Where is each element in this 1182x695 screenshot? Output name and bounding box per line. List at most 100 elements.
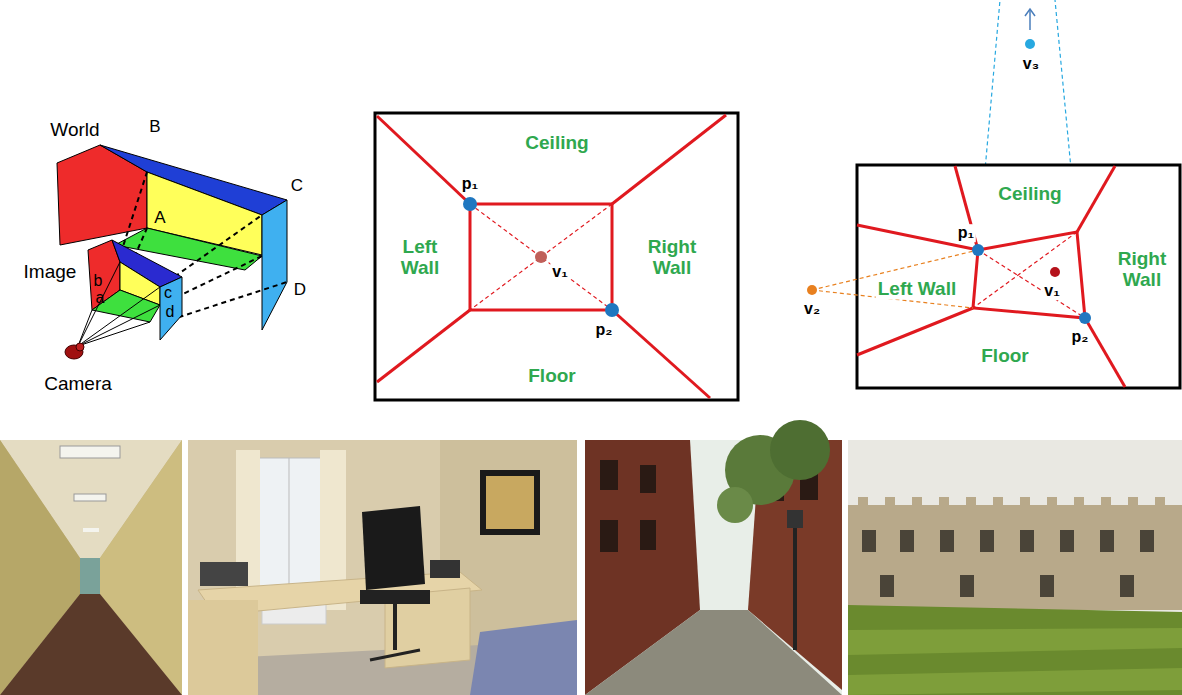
courtyard-photo-part-part — [885, 497, 895, 507]
street-photo-part — [770, 420, 830, 480]
layout-panel-part — [1079, 312, 1091, 324]
point-label: p₁ — [462, 175, 478, 193]
corner-label: a — [96, 289, 105, 307]
layout-panel-part-part — [377, 310, 470, 382]
layout-panel-part-part — [1085, 318, 1125, 387]
courtyard-photo-part-part — [939, 497, 949, 507]
corner-label: B — [149, 118, 160, 137]
layout-panel-part — [1025, 39, 1035, 49]
courtyard-photo-part-part — [1120, 575, 1134, 597]
layout-panel-part-part — [612, 115, 726, 204]
courtyard-photo-part-part — [1020, 530, 1034, 552]
bedroom-photo — [188, 440, 577, 695]
layout-panel — [807, 0, 1180, 388]
point-label: p₂ — [596, 321, 613, 339]
courtyard-photo-part-part — [1140, 530, 1154, 552]
image-plane — [88, 240, 182, 340]
layout-panel-part-part — [978, 250, 1085, 318]
layout-panel-part — [470, 204, 612, 310]
courtyard-photo-part-part — [862, 530, 876, 552]
bedroom-photo-part — [250, 458, 328, 603]
corner-label: C — [291, 177, 303, 196]
region-label: Floor — [981, 346, 1029, 367]
corridor-photo-part — [83, 528, 99, 532]
street-photo-part — [793, 525, 797, 650]
bedroom-photo-part — [393, 604, 397, 650]
bedroom-photo-part — [289, 458, 290, 603]
layout-panel-part — [973, 232, 1085, 318]
courtyard-photo-part-part — [1020, 497, 1030, 507]
point-label: v₁ — [1042, 282, 1062, 300]
courtyard-photo — [848, 440, 1182, 695]
corridor-photo-part — [0, 594, 182, 695]
layout-panel-part-part — [973, 232, 1085, 318]
region-label: Left Wall — [876, 279, 958, 300]
courtyard-photo-part — [848, 605, 1182, 695]
layout-panel-part — [1029, 10, 1031, 30]
courtyard-photo-part — [848, 440, 1182, 695]
camera-rays-part — [78, 305, 160, 346]
courtyard-photo-part-part — [1047, 497, 1057, 507]
layout-panel-part — [535, 251, 547, 263]
region-label: Right Wall — [642, 237, 702, 279]
projection-lines — [118, 172, 287, 320]
camera-rays-part — [78, 287, 160, 346]
bedroom-photo-part — [486, 476, 534, 529]
street-photo-part-part — [640, 465, 656, 493]
courtyard-photo-part-part — [1040, 575, 1054, 597]
courtyard-photo-part-part — [960, 575, 974, 597]
layout-panel-part-part — [857, 225, 978, 250]
layout-panel-part-part — [973, 232, 1077, 308]
corner-label: A — [154, 209, 165, 228]
courtyard-photo-part-part — [900, 530, 914, 552]
street-photo-part — [585, 610, 842, 695]
camera-icon-part — [76, 343, 84, 351]
image-plane-part — [160, 277, 182, 340]
camera-rays — [78, 262, 160, 346]
courtyard-photo-part — [848, 505, 1182, 610]
part-label: Image — [24, 262, 77, 283]
corner-label: d — [166, 303, 175, 321]
bedroom-photo-part — [370, 650, 420, 660]
layout-panel-part-part — [612, 310, 710, 398]
point-label: p₂ — [1072, 328, 1089, 346]
layout-panel-part-part — [1077, 166, 1115, 232]
corridor-photo-part — [60, 446, 120, 458]
layout-panel-part — [812, 250, 978, 308]
courtyard-photo-part — [858, 497, 1165, 507]
camera-icon — [65, 343, 84, 359]
corner-label: b — [94, 272, 103, 290]
street-photo-part-part — [600, 520, 618, 552]
courtyard-photo-part-part — [912, 497, 922, 507]
part-label: Camera — [44, 374, 112, 395]
layout-panel-part-part — [377, 116, 470, 204]
courtyard-photo-part-part — [1074, 497, 1084, 507]
layout-panel-part-part — [955, 166, 978, 250]
bedroom-photo-part — [430, 560, 460, 578]
layout-panel-part — [1050, 267, 1060, 277]
courtyard-photo-part-part — [966, 497, 976, 507]
courtyard-photo-part-part — [940, 530, 954, 552]
courtyard-photo-part-part — [858, 497, 868, 507]
corridor-photo-part — [80, 558, 100, 594]
street-photo-part-part — [600, 460, 618, 490]
layout-panel-part — [857, 166, 1125, 387]
region-label: Left Wall — [390, 237, 450, 279]
layout-panel-part — [1025, 9, 1035, 16]
corner-label: D — [294, 281, 306, 300]
layout-panel-part — [605, 303, 619, 317]
region-label: Floor — [528, 366, 576, 387]
layout-panel-part — [375, 113, 738, 400]
camera-rays-part — [78, 262, 120, 346]
courtyard-photo-part — [862, 530, 1154, 597]
corridor-photo-part — [0, 440, 182, 695]
layout-panel-part-part — [470, 204, 612, 310]
bedroom-photo-part — [200, 562, 248, 586]
point-label: p₁ — [956, 224, 976, 242]
street-photo-part — [787, 510, 803, 528]
layout-panel-part — [857, 165, 1180, 388]
courtyard-photo-part-part — [980, 530, 994, 552]
part-label: World — [50, 120, 99, 141]
courtyard-photo-part-part — [1100, 530, 1114, 552]
street-photo-part-part — [640, 520, 656, 550]
